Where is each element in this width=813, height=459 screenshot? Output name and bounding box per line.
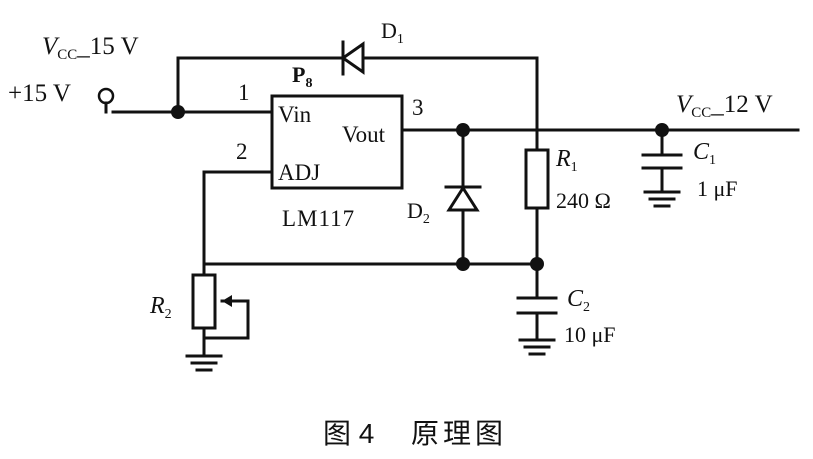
vcc12-label: VCC_12 V — [676, 91, 773, 121]
c1-label: C1 — [693, 139, 716, 168]
adj-label: ADJ — [278, 160, 320, 185]
pin3-label: 3 — [412, 95, 424, 120]
input-terminal — [97, 87, 115, 105]
figure-title: 原理图 — [411, 418, 507, 449]
wire-d1-left — [176, 56, 345, 114]
junction-c1 — [655, 123, 669, 137]
d2-diode-icon — [446, 185, 480, 212]
junction-r1-bottom — [530, 257, 544, 271]
figure-number: 图 4 — [323, 418, 374, 449]
junction-d2-top — [456, 123, 470, 137]
ground-icon-c1 — [643, 190, 681, 208]
r1-label: R1 — [555, 146, 578, 175]
vout-label: Vout — [342, 122, 386, 147]
d1-label: D1 — [381, 18, 404, 47]
pin2-label: 2 — [236, 139, 248, 164]
vcc15-label: VCC_15 V — [42, 33, 139, 63]
junction-d2-bottom — [456, 257, 470, 271]
vin-label: Vin — [278, 102, 312, 127]
wire-d1-right — [361, 56, 539, 152]
r2-potentiometer — [191, 273, 217, 330]
wiper-arrow-icon — [222, 295, 232, 307]
r1-value: 240 Ω — [556, 188, 611, 213]
lm117-regulator — [270, 94, 404, 190]
ground-icon-r2 — [185, 354, 223, 372]
c1-value: 1 μF — [697, 176, 738, 201]
pin1-label: 1 — [238, 80, 250, 105]
d2-label: D2 — [407, 198, 430, 227]
lm117-label: LM117 — [282, 206, 355, 231]
ground-icon-c2 — [518, 338, 556, 356]
wire-adj — [202, 170, 274, 266]
wire-r2-wiper — [202, 299, 250, 340]
c2-value: 10 μF — [564, 322, 616, 347]
plus15-label: +15 V — [8, 80, 71, 107]
d1-diode-icon — [340, 41, 365, 75]
c2-label: C2 — [567, 286, 590, 315]
r1-resistor — [524, 148, 550, 210]
r2-label: R2 — [149, 293, 172, 322]
p8-label: P8 — [292, 62, 312, 91]
junction-input — [171, 105, 185, 119]
